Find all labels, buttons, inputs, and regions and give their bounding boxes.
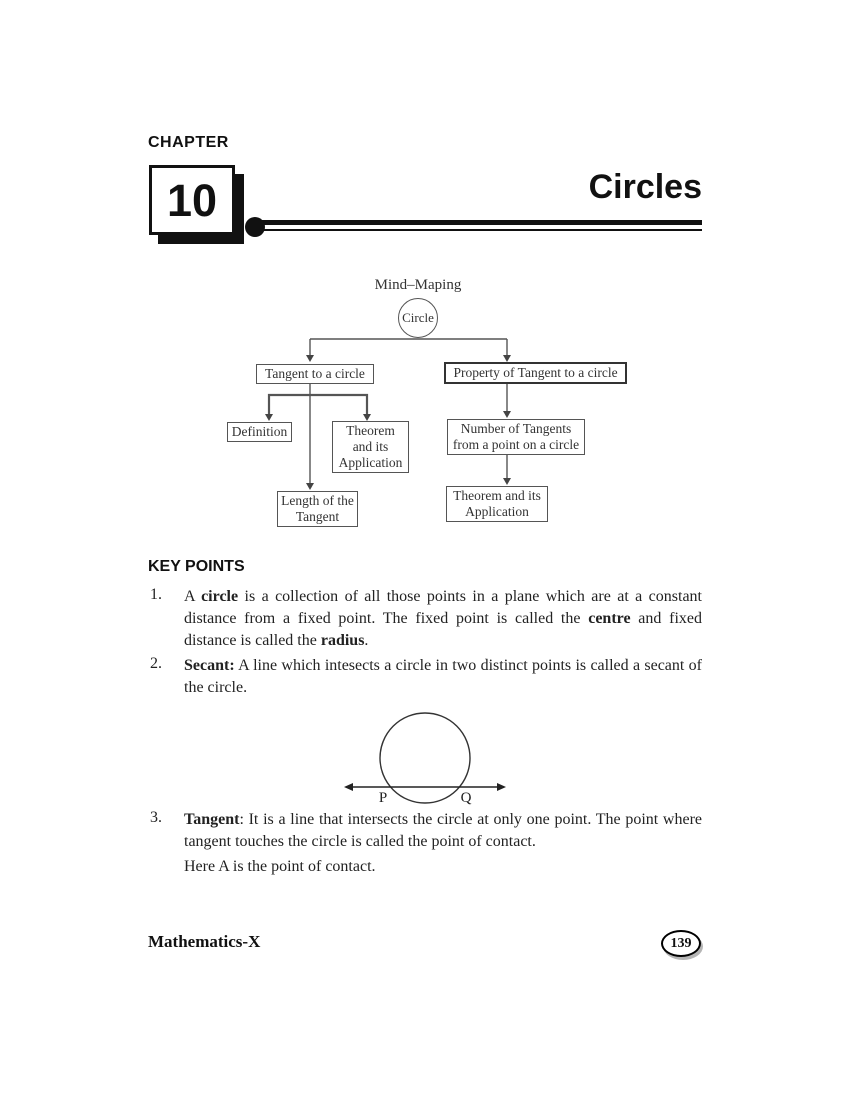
key-point-text: Tangent: It is a line that intersects th… — [184, 811, 702, 850]
arrowhead-icon — [363, 414, 371, 421]
mindmap-node-definition: Definition — [227, 422, 292, 442]
chapter-number-box: 10 — [149, 165, 235, 235]
mindmap-node-theorem-right: Theorem and its Application — [446, 486, 548, 522]
point-p-label: P — [379, 790, 387, 806]
arrowhead-icon — [497, 783, 506, 791]
page-number: 139 — [670, 935, 692, 951]
mindmap-node-tangent: Tangent to a circle — [256, 364, 374, 384]
arrowhead-icon — [306, 483, 314, 490]
key-point-text: A circle is a collection of all those po… — [184, 588, 703, 649]
mindmap-node-number: Number of Tangents from a point on a cir… — [447, 419, 585, 455]
arrowhead-icon — [306, 355, 314, 362]
arrowhead-icon — [344, 783, 353, 791]
chapter-number: 10 — [166, 174, 218, 226]
mindmap-node-theorem-left: Theorem and its Application — [332, 421, 409, 473]
secant-circle — [379, 712, 471, 804]
mindmap-node-length: Length of the Tangent — [277, 491, 358, 527]
page-number-badge: 139 — [661, 930, 701, 957]
mindmap-title: Mind–Maping — [374, 277, 462, 293]
mindmap-root-node: Circle — [398, 298, 438, 338]
mindmap-node-property: Property of Tangent to a circle — [444, 362, 627, 384]
chapter-label: CHAPTER — [148, 134, 229, 151]
key-point-number: 2. — [150, 655, 162, 672]
key-points-heading: KEY POINTS — [148, 558, 245, 575]
key-point-number: 1. — [150, 586, 162, 603]
page-title: Circles — [588, 168, 702, 206]
arrowhead-icon — [503, 411, 511, 418]
arrowhead-icon — [503, 355, 511, 362]
arrowhead-icon — [265, 414, 273, 421]
mindmap-split-left — [267, 393, 369, 416]
secant-figure: P Q — [344, 712, 506, 806]
key-point-text: Secant: A line which intesects a circle … — [184, 657, 702, 696]
point-q-label: Q — [461, 790, 472, 806]
mindmap-connectors — [267, 338, 508, 484]
point-of-contact-note: Here A is the point of contact. — [184, 858, 376, 875]
header-rule-thick — [255, 220, 702, 225]
mindmap-arrowheads — [265, 355, 511, 490]
header-rule-dot-icon — [245, 217, 265, 237]
footer-book-title: Mathematics-X — [148, 932, 261, 951]
arrowhead-icon — [503, 478, 511, 485]
header-rule-thin — [255, 229, 702, 231]
key-point-number: 3. — [150, 809, 162, 826]
